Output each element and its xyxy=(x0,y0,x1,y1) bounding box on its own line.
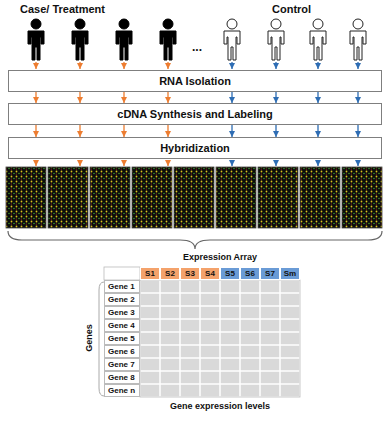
arrow xyxy=(123,62,124,69)
flow-arrow xyxy=(275,92,276,103)
column-header: S5 xyxy=(220,267,240,280)
column-header: S2 xyxy=(160,267,180,280)
arrow xyxy=(231,62,232,69)
flow-arrow xyxy=(231,125,232,137)
arrow xyxy=(123,160,124,166)
control-persons xyxy=(224,19,366,60)
control-person xyxy=(350,19,366,60)
arrow xyxy=(167,160,168,166)
microarray xyxy=(174,167,214,228)
brace xyxy=(8,231,382,249)
row-header: Gene 5 xyxy=(104,332,140,345)
group-label: Case/ Treatment xyxy=(20,3,105,16)
box-label: Hybridization xyxy=(160,142,230,155)
control-person xyxy=(224,19,240,60)
flow-arrow xyxy=(357,92,358,103)
row-header: Gene 8 xyxy=(104,371,140,384)
flow-arrow xyxy=(357,125,358,137)
row-header: Gene 7 xyxy=(104,358,140,371)
flow-arrow xyxy=(35,92,36,103)
table-corner xyxy=(104,267,140,280)
column-header: Sm xyxy=(280,267,300,280)
row-header: Gene 6 xyxy=(104,345,140,358)
flow-arrow xyxy=(317,125,318,137)
arrow xyxy=(317,62,318,69)
microarrays xyxy=(6,167,382,228)
row-header: Gene 2 xyxy=(104,293,140,306)
arrow xyxy=(167,62,168,69)
arrow xyxy=(275,62,276,69)
flow-arrow xyxy=(167,92,168,103)
table-caption: Gene expression levels xyxy=(110,401,330,412)
microarray xyxy=(300,167,340,228)
case-person xyxy=(160,19,176,60)
case-persons xyxy=(28,19,176,60)
arrow xyxy=(357,62,358,69)
process-box: RNA Isolation xyxy=(8,70,382,92)
column-header: S7 xyxy=(260,267,280,280)
flow-arrow xyxy=(79,125,80,137)
array-arrows xyxy=(36,160,358,166)
column-header: S6 xyxy=(240,267,260,280)
arrow xyxy=(79,62,80,69)
flow-arrow xyxy=(317,92,318,103)
flow-arrow xyxy=(275,125,276,137)
microarray xyxy=(6,167,46,228)
row-header: Gene 3 xyxy=(104,306,140,319)
group-label: Control xyxy=(272,3,311,16)
process-box: Hybridization xyxy=(8,137,382,159)
flow-arrow xyxy=(231,92,232,103)
case-person xyxy=(72,19,88,60)
column-header: S3 xyxy=(180,267,200,280)
box-label: cDNA Synthesis and Labeling xyxy=(117,108,272,121)
arrow xyxy=(317,160,318,166)
case-person xyxy=(116,19,132,60)
flow-arrow xyxy=(123,92,124,103)
arrow xyxy=(35,62,36,69)
microarray xyxy=(48,167,88,228)
column-header: S1 xyxy=(140,267,160,280)
row-header: Gene 1 xyxy=(104,280,140,293)
control-person xyxy=(310,19,326,60)
arrow xyxy=(357,160,358,166)
arrow xyxy=(231,160,232,166)
arrow xyxy=(35,160,36,166)
flow-arrow xyxy=(35,125,36,137)
flow-arrow xyxy=(79,92,80,103)
case-person xyxy=(28,19,44,60)
axis-label: Genes xyxy=(84,324,95,352)
process-box: cDNA Synthesis and Labeling xyxy=(8,103,382,125)
microarray xyxy=(90,167,130,228)
expression-grid xyxy=(140,280,300,397)
microarray xyxy=(216,167,256,228)
box-label: RNA Isolation xyxy=(159,75,231,88)
arrow xyxy=(79,160,80,166)
row-header: Gene n xyxy=(104,384,140,397)
control-person xyxy=(268,19,284,60)
microarray xyxy=(342,167,382,228)
flow-arrow xyxy=(167,125,168,137)
row-header: Gene 4 xyxy=(104,319,140,332)
column-header: S4 xyxy=(200,267,220,280)
table-title: Expression Array xyxy=(140,252,300,263)
arrow xyxy=(275,160,276,166)
microarray xyxy=(132,167,172,228)
flow-arrow xyxy=(123,125,124,137)
ellipsis: ... xyxy=(192,40,202,54)
microarray xyxy=(258,167,298,228)
sample-arrows xyxy=(36,62,358,69)
